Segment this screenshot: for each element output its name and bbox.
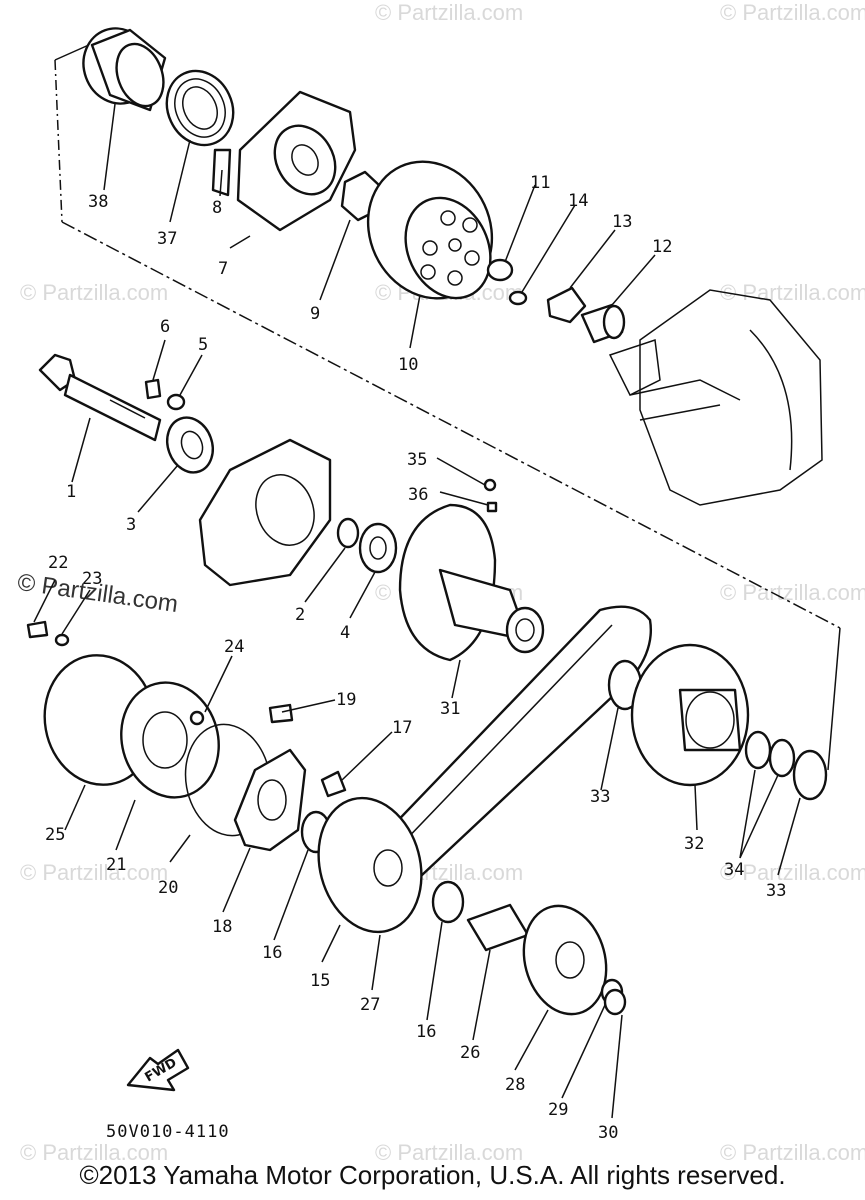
part-15-pulley [317, 796, 423, 934]
leader-lines [33, 103, 801, 1119]
part-18-cam [233, 748, 307, 852]
part-5-washer [166, 393, 186, 411]
callout-label: 6 [160, 317, 170, 337]
part-24-pin [189, 710, 205, 726]
part-13-lock-washer [546, 286, 587, 324]
watermark: © Partzilla.com [375, 0, 523, 25]
callout-label: 30 [598, 1123, 618, 1143]
fwd-arrow-icon: FWD [126, 1048, 190, 1092]
part-10-clutch-housing [366, 160, 494, 300]
callout-label: 17 [392, 718, 412, 738]
callout-label: 37 [157, 229, 177, 249]
callout-label: 32 [684, 834, 704, 854]
callout-label: 12 [652, 237, 672, 257]
callout-label: 28 [505, 1075, 525, 1095]
callouts: 38 37 8 7 9 10 11 14 13 12 6 5 1 3 35 36… [45, 173, 786, 1143]
part-34-oring [768, 738, 796, 778]
callout-label: 16 [262, 943, 282, 963]
part-33-seal [792, 749, 828, 801]
callout-label: 14 [568, 191, 588, 211]
part-7-clutch-shoe [211, 90, 357, 232]
part-28-fan [522, 904, 608, 1016]
watermark: © Partzilla.com [20, 1140, 168, 1165]
crankcase [608, 289, 823, 506]
part-30-nut [603, 988, 627, 1016]
callout-label: 2 [295, 605, 305, 625]
callout-label: 23 [82, 569, 102, 589]
callout-label: 35 [407, 450, 427, 470]
part-11-washer [486, 258, 514, 282]
callout-label: 13 [612, 212, 632, 232]
part-37-spring [165, 69, 235, 147]
watermark: © Partzilla.com [20, 860, 168, 885]
part-12-bearing [580, 303, 626, 344]
part-26-collar [466, 903, 530, 952]
copyright-notice: ©2013 Yamaha Motor Corporation, U.S.A. A… [79, 1160, 786, 1190]
part-32-sheave [630, 643, 750, 787]
part-6-bolt [144, 378, 162, 400]
callout-label: 22 [48, 553, 68, 573]
callout-label: 15 [310, 971, 330, 991]
callout-label: 11 [530, 173, 550, 193]
watermark: © Partzilla.com [720, 280, 865, 305]
part-4-bearing [358, 522, 398, 574]
callout-label: 16 [416, 1022, 436, 1042]
watermark: © Partzilla.com [20, 280, 168, 305]
part-35-screw [483, 478, 497, 492]
part-19-clip [268, 703, 294, 724]
callout-label: 33 [766, 881, 786, 901]
callout-label: 27 [360, 995, 380, 1015]
part-14-bolt [508, 290, 528, 306]
part-16-bearing [431, 880, 465, 924]
callout-label: 18 [212, 917, 232, 937]
callout-label: 26 [460, 1043, 480, 1063]
callout-label: 4 [340, 623, 350, 643]
callout-label: 34 [724, 860, 744, 880]
callout-label: 10 [398, 355, 418, 375]
part-36-pin [486, 501, 498, 513]
watermark: © Partzilla.com [720, 1140, 865, 1165]
callout-label: 25 [45, 825, 65, 845]
callout-label: 1 [66, 482, 76, 502]
part-3-seal [166, 416, 214, 474]
part-2-circlip [336, 517, 360, 549]
part-38-drum [82, 27, 167, 112]
part-22-bolt [26, 620, 49, 639]
callout-label: 5 [198, 335, 208, 355]
callout-label: 36 [408, 485, 428, 505]
callout-label: 21 [106, 855, 126, 875]
callout-label: 3 [126, 515, 136, 535]
callout-label: 8 [212, 198, 222, 218]
watermark: © Partzilla.com [375, 1140, 523, 1165]
watermark: © Partzilla.com [720, 0, 865, 25]
callout-label: 29 [548, 1100, 568, 1120]
callout-label: 33 [590, 787, 610, 807]
callout-label: 24 [224, 637, 244, 657]
callout-label: 20 [158, 878, 178, 898]
reference-code: 50V010-4110 [106, 1122, 230, 1142]
cover-plate [198, 438, 332, 587]
callout-label: 31 [440, 699, 460, 719]
part-23-washer [54, 633, 70, 647]
part-34-oring [744, 730, 772, 770]
callout-label: 19 [336, 690, 356, 710]
part-31-sheave [398, 503, 545, 662]
part-1-shaft [38, 353, 162, 442]
watermark: © Partzilla.com [720, 580, 865, 605]
callout-label: 7 [218, 259, 228, 279]
callout-label: 38 [88, 192, 108, 212]
watermark: © Partzilla.com [720, 860, 865, 885]
callout-label: 9 [310, 304, 320, 324]
part-17-damper [320, 770, 347, 798]
